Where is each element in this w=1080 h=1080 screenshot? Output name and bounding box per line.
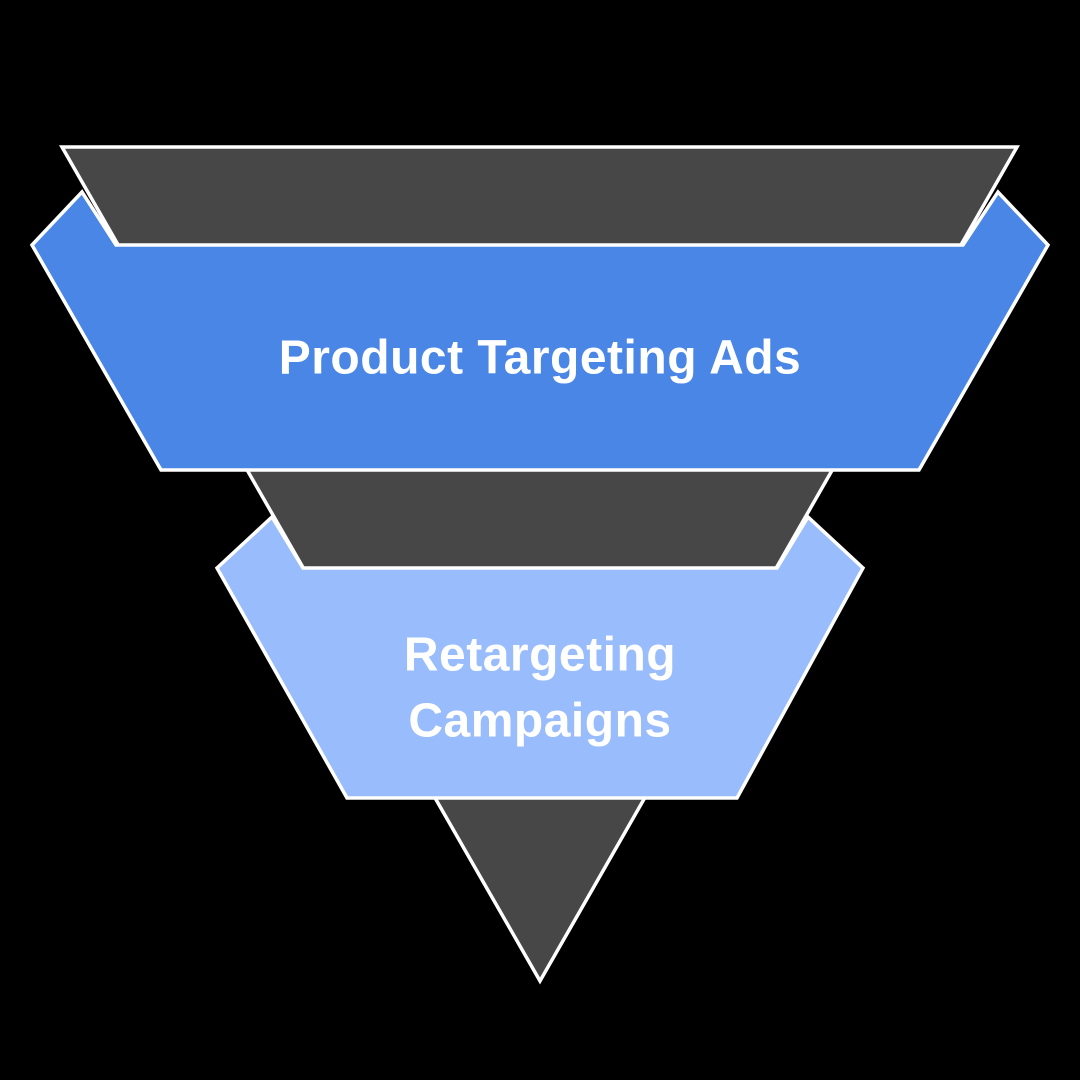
funnel-band-product-targeting-ads [29, 189, 1051, 472]
band-label-retargeting-line1: Retargeting [404, 629, 676, 682]
funnel-band-retargeting-campaigns [214, 514, 866, 800]
band-label-product-targeting-ads: Product Targeting Ads [279, 332, 802, 385]
band-label-retargeting-line2: Campaigns [408, 695, 671, 748]
